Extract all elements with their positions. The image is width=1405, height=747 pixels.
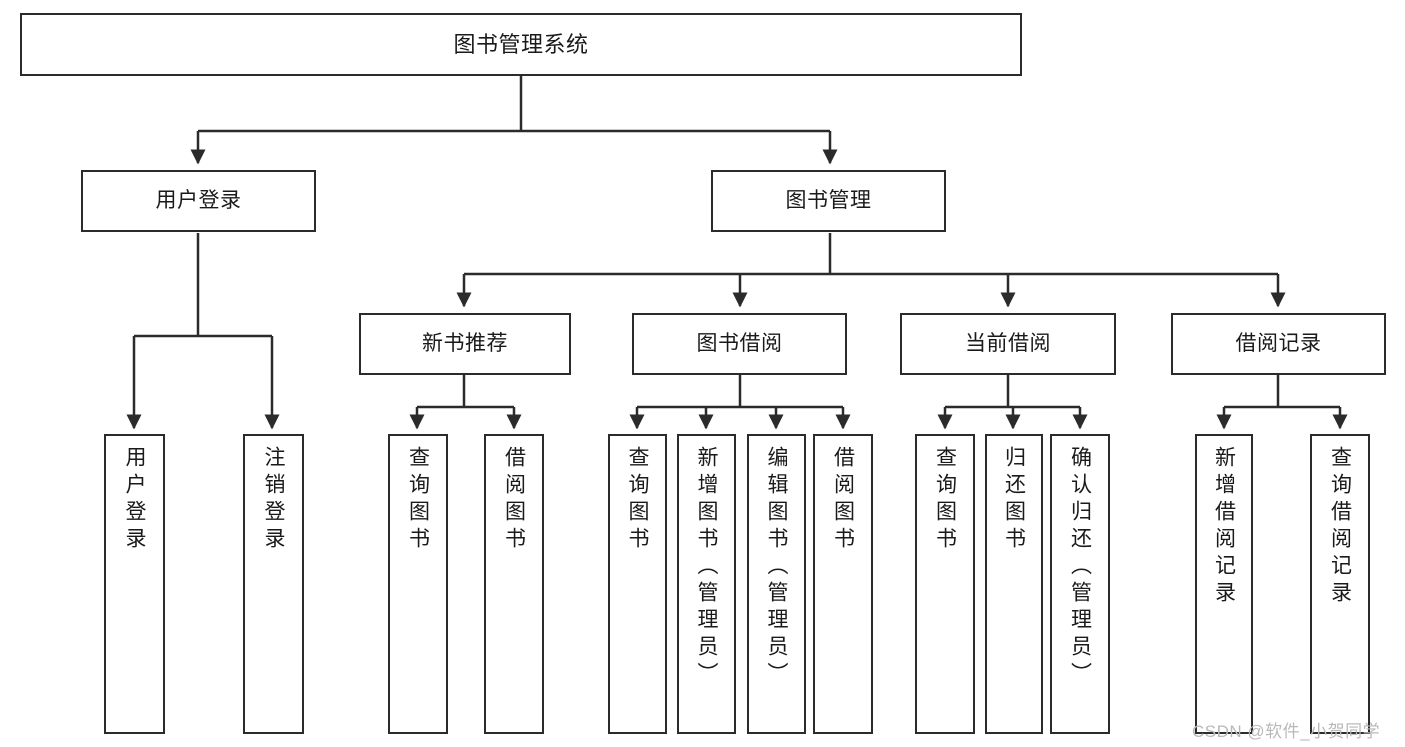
leaf-query-borrow-record[interactable]: 查询借阅记录 (1310, 434, 1370, 734)
leaf-add-borrow-record[interactable]: 新增借阅记录 (1195, 434, 1253, 734)
node-label: 借阅记录 (1235, 331, 1322, 355)
csdn-watermark: CSDN @软件_小贺同学 (1192, 722, 1381, 741)
node-book-borrow[interactable]: 图书借阅 (632, 313, 847, 375)
node-borrow-records[interactable]: 借阅记录 (1171, 313, 1386, 375)
node-label: 新增图书（管理员） (695, 446, 718, 689)
node-label: 注销登录 (262, 446, 285, 554)
node-label: 用户登录 (155, 188, 242, 212)
node-book-management[interactable]: 图书管理 (711, 170, 946, 232)
node-label: 新书推荐 (422, 331, 508, 355)
node-user-login[interactable]: 用户登录 (81, 170, 316, 232)
node-label: 编辑图书（管理员） (765, 446, 788, 689)
leaf-edit-book-admin[interactable]: 编辑图书（管理员） (747, 434, 806, 734)
node-current-borrow[interactable]: 当前借阅 (900, 313, 1116, 375)
node-label: 查询图书 (626, 446, 649, 554)
node-label: 查询图书 (406, 446, 430, 554)
node-label: 查询借阅记录 (1328, 446, 1352, 608)
node-label: 借阅图书 (831, 446, 855, 554)
node-label: 确认归还（管理员） (1068, 446, 1092, 689)
leaf-borrow-book[interactable]: 借阅图书 (813, 434, 873, 734)
node-label: 归还图书 (1002, 446, 1026, 554)
leaf-add-book-admin[interactable]: 新增图书（管理员） (677, 434, 736, 734)
leaf-confirm-return-admin[interactable]: 确认归还（管理员） (1050, 434, 1110, 734)
node-label: 当前借阅 (965, 331, 1051, 355)
leaf-query-book-borrow[interactable]: 查询图书 (608, 434, 667, 734)
node-new-book-recommend[interactable]: 新书推荐 (359, 313, 571, 375)
leaf-query-book-recommend[interactable]: 查询图书 (388, 434, 448, 734)
leaf-query-book-current[interactable]: 查询图书 (915, 434, 975, 734)
leaf-borrow-book-recommend[interactable]: 借阅图书 (484, 434, 544, 734)
node-label: 借阅图书 (502, 446, 526, 554)
node-label: 图书管理系统 (453, 31, 589, 57)
node-label: 用户登录 (123, 446, 146, 554)
node-root-system[interactable]: 图书管理系统 (20, 13, 1022, 76)
node-label: 查询图书 (933, 446, 957, 554)
node-label: 新增借阅记录 (1212, 446, 1236, 608)
leaf-return-book[interactable]: 归还图书 (985, 434, 1043, 734)
leaf-logout[interactable]: 注销登录 (243, 434, 304, 734)
leaf-user-login[interactable]: 用户登录 (104, 434, 165, 734)
node-label: 图书借阅 (696, 331, 783, 355)
node-label: 图书管理 (785, 188, 872, 212)
